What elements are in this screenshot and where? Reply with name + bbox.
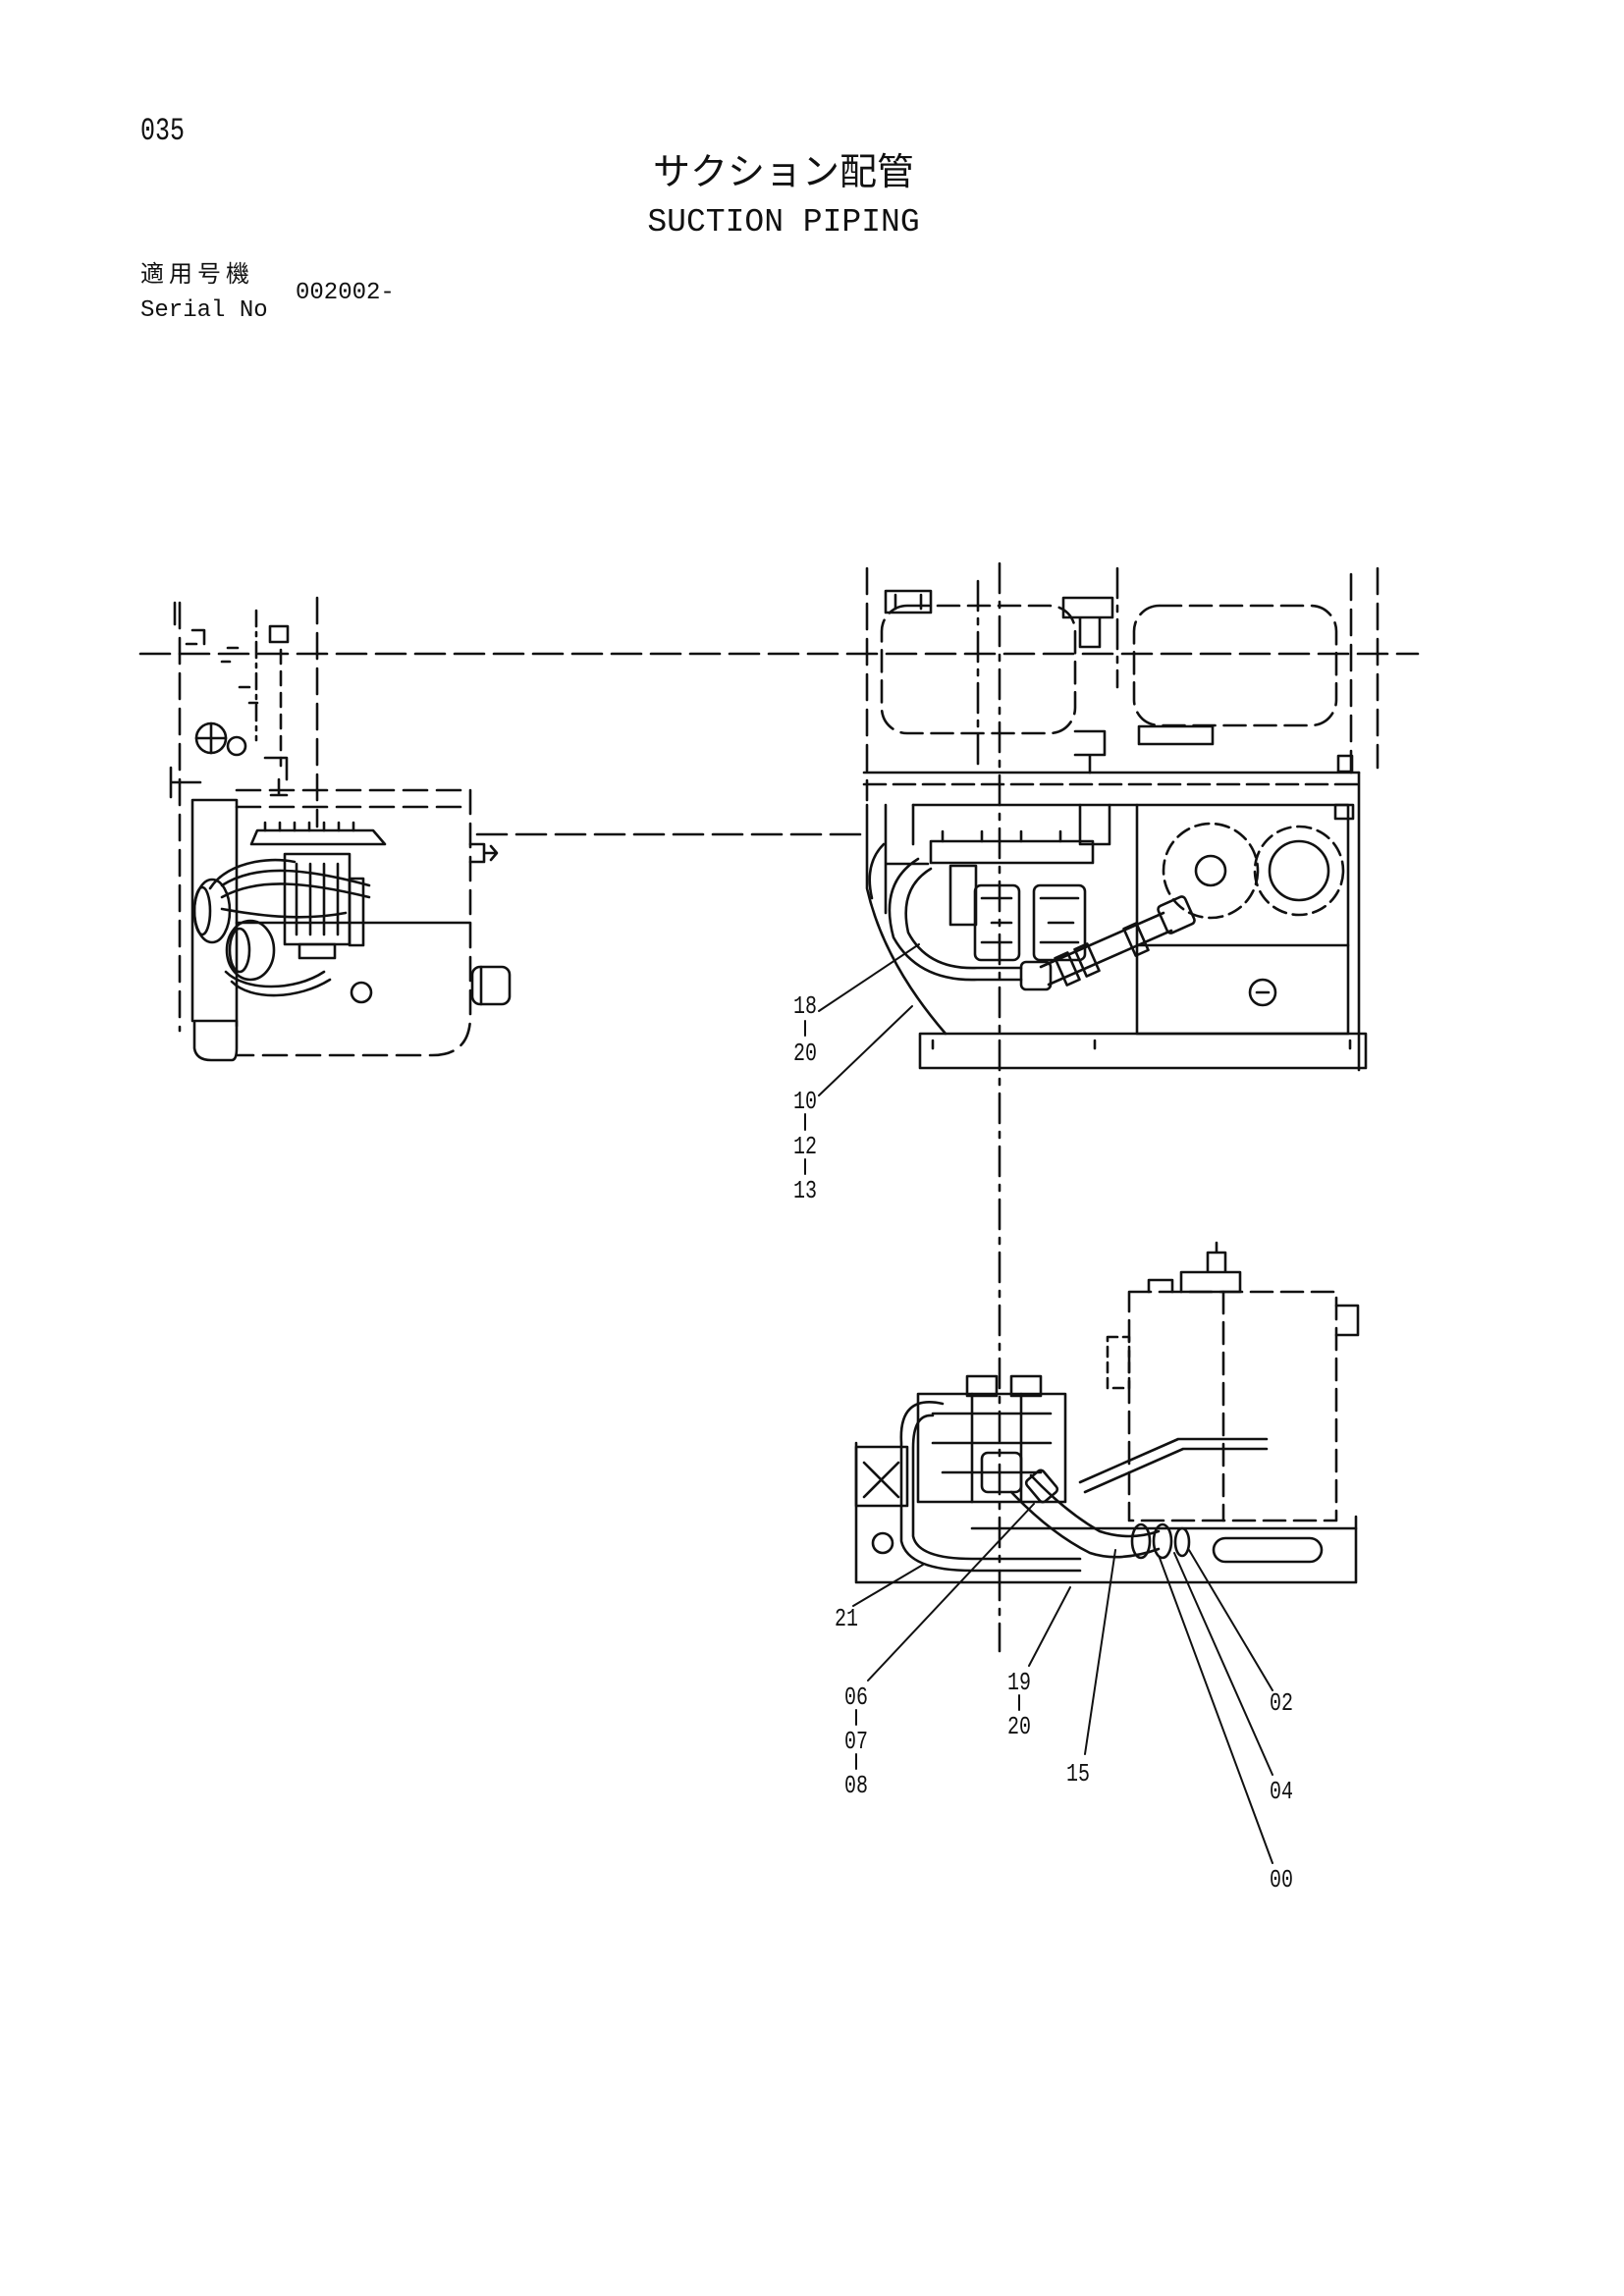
- leader-line: [1028, 1586, 1071, 1667]
- leader-line: [1173, 1552, 1273, 1776]
- outlet-nozzle: [470, 965, 512, 1006]
- suction-pipe: [1039, 895, 1196, 987]
- tank-port-circles: [1162, 822, 1345, 1007]
- front-view-drawing: [854, 1241, 1360, 1584]
- housing-outline: [862, 771, 1361, 1072]
- callout-number: 20: [793, 1039, 817, 1068]
- callout-number: 00: [1270, 1865, 1293, 1895]
- leader-line: [1188, 1549, 1273, 1691]
- hydraulic-tank-outline: [1132, 604, 1354, 774]
- callout-number: 19: [1007, 1668, 1031, 1697]
- pump-mount-plate: [249, 821, 387, 846]
- pump-assembly: [916, 1374, 1067, 1504]
- leader-line: [1159, 1557, 1273, 1864]
- callout-number: 18: [793, 991, 817, 1021]
- frame-outline: [865, 566, 1380, 802]
- callout-number: 02: [1270, 1688, 1293, 1718]
- callout-number: 21: [835, 1604, 858, 1633]
- base-plate: [918, 1032, 1368, 1070]
- tank-outline: [1106, 1241, 1360, 1522]
- callout-separators: [804, 1020, 1020, 1770]
- pump-assembly: [929, 829, 1095, 991]
- frame-outline: [173, 596, 319, 1033]
- serial-label-japanese: 適用号機: [140, 260, 254, 288]
- callout-number: 12: [793, 1132, 817, 1161]
- leader-line: [1084, 1549, 1116, 1755]
- bracket-fittings: [169, 721, 289, 799]
- callout-number: 20: [1007, 1712, 1031, 1741]
- callout-number: 06: [844, 1682, 868, 1712]
- leader-line: [852, 1564, 924, 1607]
- callout-number: 13: [793, 1176, 817, 1205]
- drain-plug: [350, 981, 373, 1004]
- side-view-drawing: [169, 596, 512, 1062]
- pressure-hoses: [868, 842, 1023, 982]
- callout-labels: 18 20 10 12 13 21 06 07 08 19 20 15 02 0…: [793, 991, 1293, 1895]
- tank-body-outline: [190, 788, 499, 1062]
- serial-label-english: Serial No: [140, 297, 268, 324]
- callout-number: 08: [844, 1771, 868, 1800]
- leader-line: [818, 943, 920, 1012]
- serial-number-value: 002002-: [296, 280, 395, 306]
- suction-hose: [192, 858, 371, 997]
- callout-number: 15: [1066, 1759, 1090, 1789]
- base-frame: [854, 1441, 1358, 1584]
- page-title-english: SUCTION PIPING: [647, 204, 920, 240]
- pump-assembly: [283, 852, 365, 960]
- return-line: [1078, 1437, 1269, 1494]
- pressure-hose-loop: [899, 1401, 1082, 1573]
- leader-line: [867, 1503, 1035, 1682]
- leader-lines: [818, 943, 1273, 1864]
- page-number: 035: [140, 113, 185, 149]
- callout-number: 10: [793, 1087, 817, 1116]
- top-view-drawing: [862, 566, 1380, 1072]
- leader-line: [818, 1005, 913, 1096]
- fuel-tank-outline: [880, 589, 1114, 774]
- suction-elbow-pipe: [1009, 1468, 1191, 1560]
- projection-lines: [138, 561, 1420, 1653]
- callout-number: 04: [1270, 1777, 1293, 1806]
- callout-number: 07: [844, 1727, 868, 1756]
- page-title-japanese: サクション配管: [652, 150, 914, 193]
